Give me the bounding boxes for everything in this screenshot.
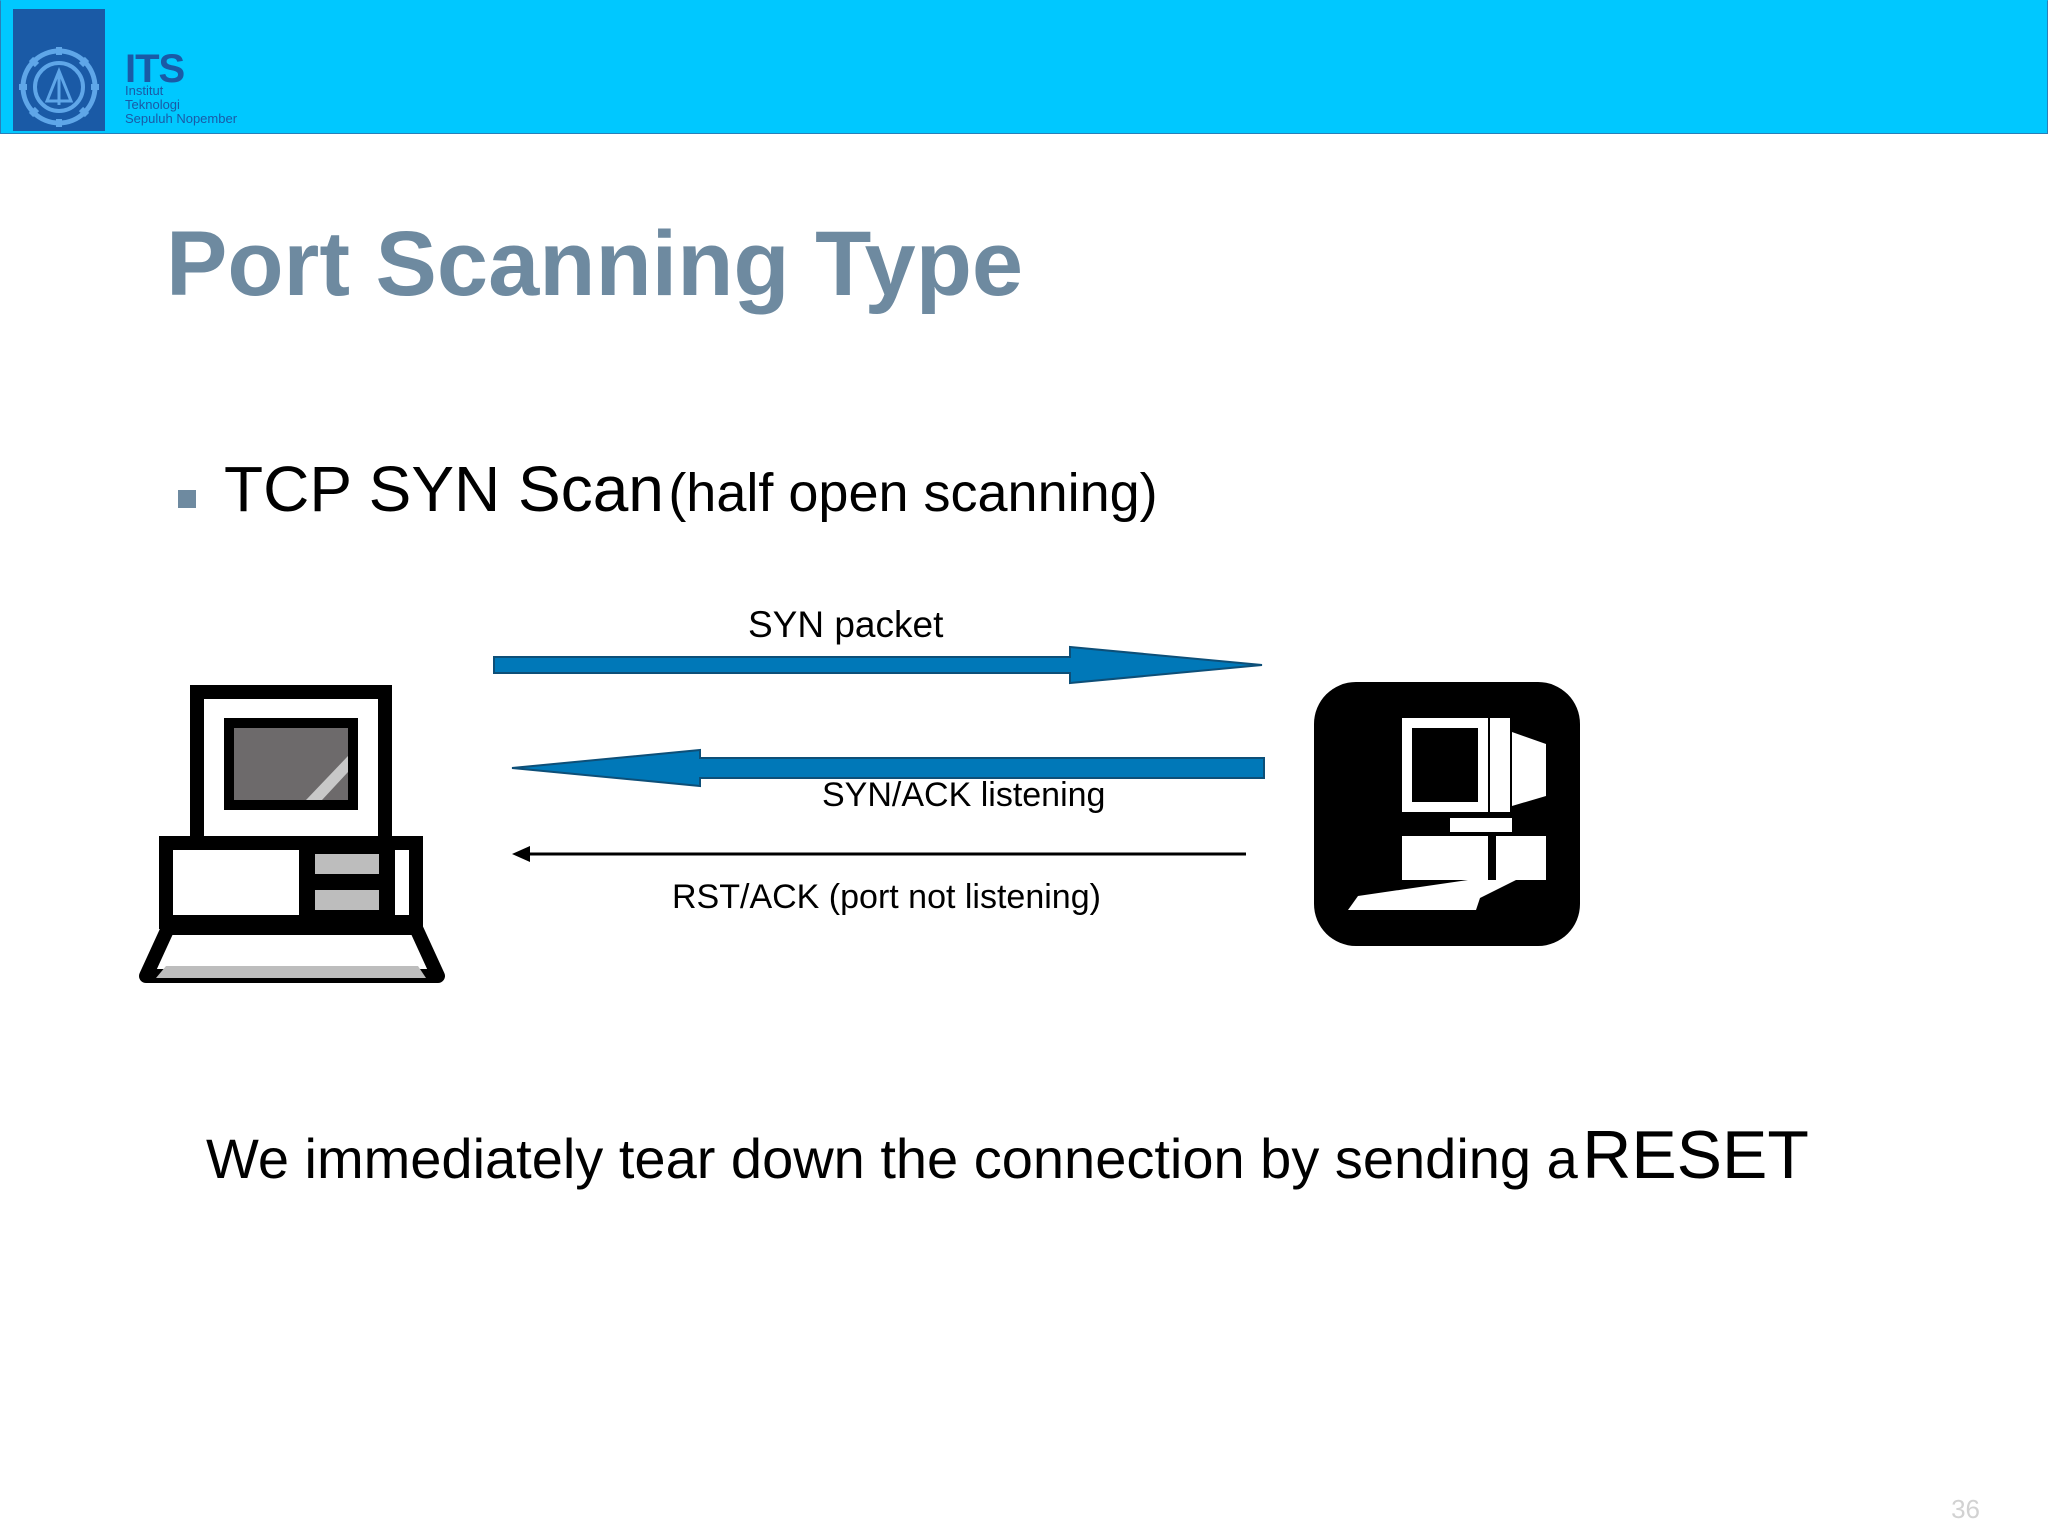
its-emblem-icon xyxy=(13,9,105,131)
synack-arrow xyxy=(511,748,1265,788)
bullet-square-icon xyxy=(178,489,196,508)
slide-number: 36 xyxy=(1951,1494,1980,1524)
conclusion-text: We immediately tear down the connection … xyxy=(206,1116,1809,1194)
synack-arrow-label: SYN/ACK listening xyxy=(822,776,1106,814)
slide-title: Port Scanning Type xyxy=(166,213,1024,315)
syn-arrow xyxy=(493,645,1263,685)
its-logo: ITS Institut Teknologi Sepuluh Nopember xyxy=(13,9,263,133)
logo-abbr: ITS xyxy=(125,47,185,91)
desktop-computer-icon xyxy=(139,685,445,983)
bullet-main-text: TCP SYN Scan xyxy=(224,453,664,525)
rstack-arrowhead xyxy=(512,846,530,862)
conclusion-emphasis: RESET xyxy=(1582,1117,1809,1193)
bullet-item: TCP SYN Scan (half open scanning) xyxy=(178,452,1158,526)
header-bar: ITS Institut Teknologi Sepuluh Nopember xyxy=(0,0,2048,134)
logo-line-3: Sepuluh Nopember xyxy=(125,111,238,126)
logo-line-1: Institut xyxy=(125,83,164,98)
server-computer-icon xyxy=(1314,682,1580,946)
conclusion-sentence: We immediately tear down the connection … xyxy=(206,1127,1578,1190)
bullet-sub-text: (half open scanning) xyxy=(668,463,1158,523)
rstack-arrow-label: RST/ACK (port not listening) xyxy=(672,878,1101,916)
logo-line-2: Teknologi xyxy=(125,97,180,112)
syn-arrow-label: SYN packet xyxy=(748,604,944,645)
